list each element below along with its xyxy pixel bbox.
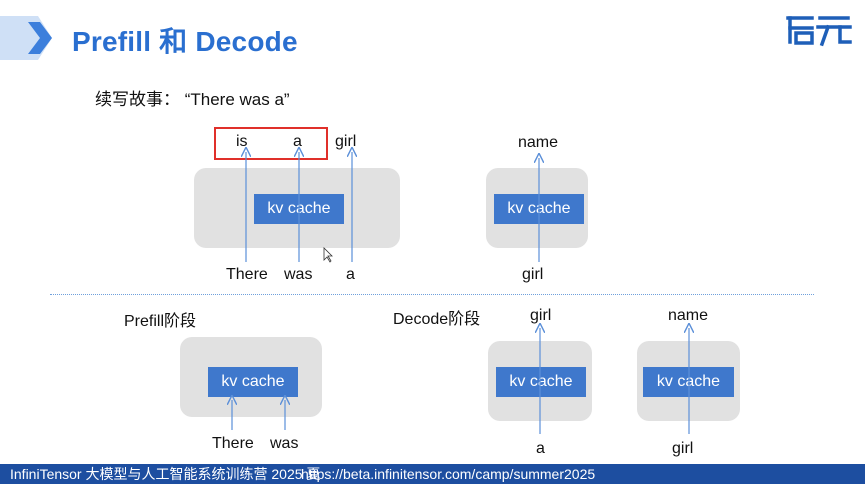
story-prompt: 续写故事： “There was a” [95, 90, 290, 109]
kv-cache-block: kv cache [208, 367, 298, 397]
input-token: girl [672, 440, 694, 457]
mouse-cursor-icon [323, 247, 333, 263]
footer-bar: InfiniTensor 大模型与人工智能系统训练营 2025 夏 https:… [0, 464, 865, 484]
output-token: is [236, 133, 248, 150]
logo-icon [786, 16, 852, 47]
kv-cache-block: kv cache [494, 194, 584, 224]
highlight-frame [214, 127, 328, 160]
input-token: was [284, 266, 313, 283]
slide-title: Prefill 和 Decode [72, 26, 298, 57]
kv-cache-block: kv cache [643, 367, 734, 397]
footer-url[interactable]: https://beta.infinitensor.com/camp/summe… [301, 466, 596, 482]
header-chevron-icon [0, 16, 52, 60]
input-token: There [226, 266, 268, 283]
prefill-stage-label: Prefill阶段 [124, 313, 197, 330]
output-token: a [293, 133, 302, 150]
output-token: girl [530, 307, 552, 324]
input-token: a [346, 266, 355, 283]
footer-course: InfiniTensor 大模型与人工智能系统训练营 2025 夏 [10, 466, 321, 482]
decode-stage-label: Decode阶段 [393, 311, 481, 328]
slide-header: Prefill 和 Decode [0, 0, 865, 76]
output-token: girl [335, 133, 357, 150]
input-token: girl [522, 266, 544, 283]
input-token: a [536, 440, 545, 457]
kv-cache-block: kv cache [254, 194, 344, 224]
input-token: There [212, 435, 254, 452]
output-token: name [668, 307, 709, 324]
output-token: name [518, 134, 559, 151]
input-token: was [270, 435, 299, 452]
section-divider [50, 294, 814, 295]
kv-cache-block: kv cache [496, 367, 586, 397]
qiyuan-logo [784, 12, 852, 48]
